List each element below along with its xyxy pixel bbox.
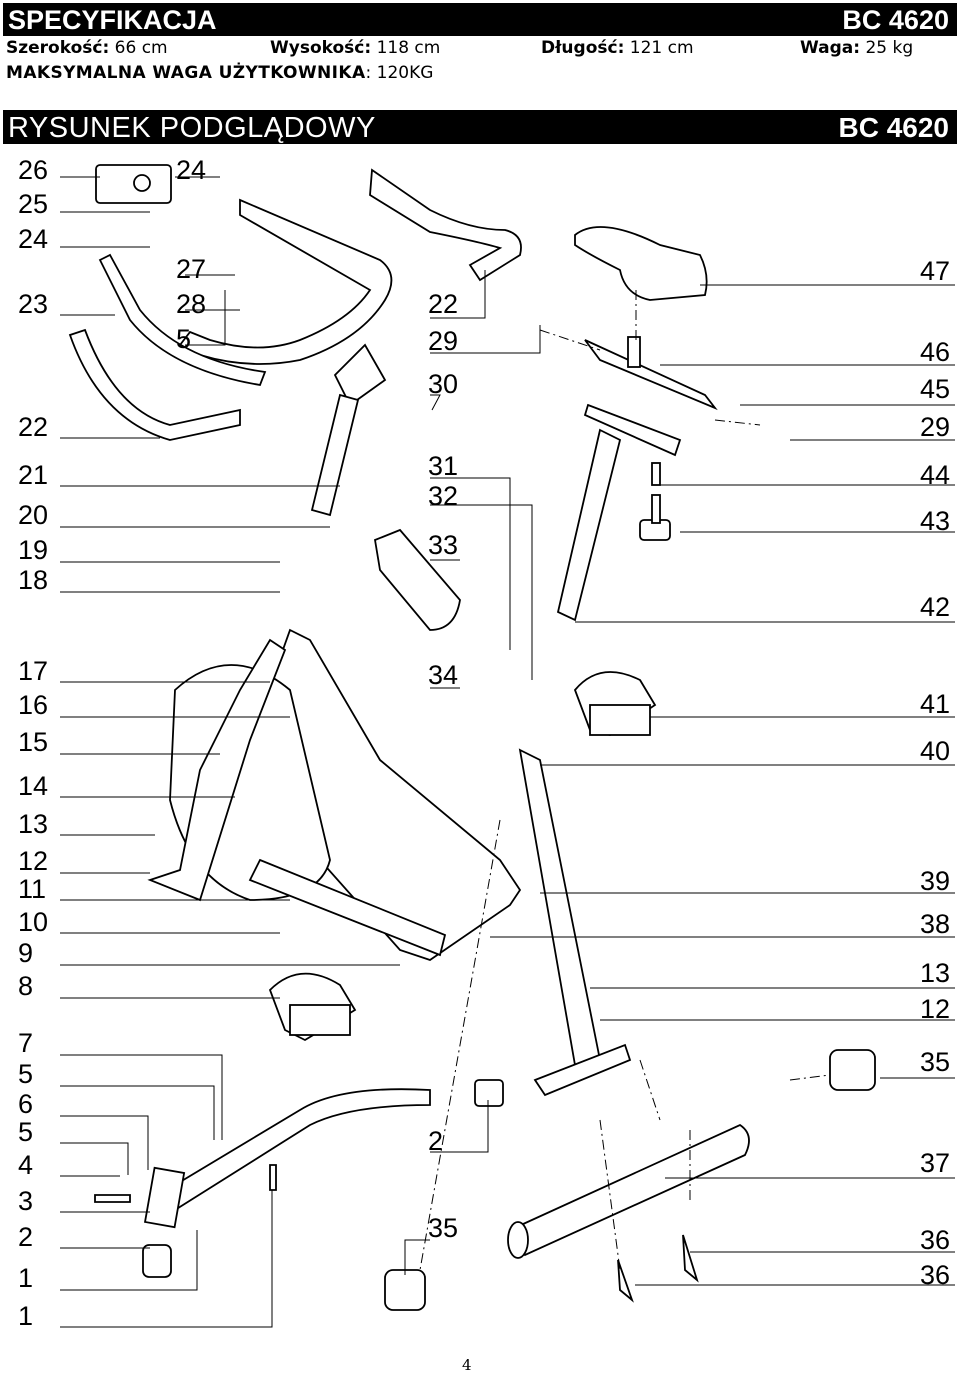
handlebar-stem bbox=[333, 343, 387, 407]
label-7: 7 bbox=[18, 1028, 33, 1058]
label-36a: 36 bbox=[920, 1225, 950, 1255]
drawing-header-bar: RYSUNEK PODGLĄDOWY BC 4620 bbox=[3, 110, 957, 144]
label-28: 28 bbox=[176, 289, 206, 319]
label-35-center: 35 bbox=[428, 1213, 458, 1243]
seat bbox=[574, 226, 708, 301]
label-10: 10 bbox=[18, 907, 48, 937]
spec-length: Długość: 121 cm bbox=[541, 38, 694, 58]
spec-width: Szerokość: 66 cm bbox=[6, 38, 168, 58]
label-1b: 1 bbox=[18, 1301, 33, 1331]
label-43: 43 bbox=[920, 506, 950, 536]
label-1a: 1 bbox=[18, 1263, 33, 1293]
label-21: 21 bbox=[18, 460, 48, 490]
leader-lines bbox=[60, 176, 955, 1328]
label-2: 2 bbox=[18, 1222, 33, 1252]
exploded-view-drawing: 26 25 24 23 22 21 20 19 18 17 16 15 14 1… bbox=[18, 155, 955, 1331]
label-5b: 5 bbox=[18, 1117, 33, 1147]
label-15: 15 bbox=[18, 727, 48, 757]
label-34: 34 bbox=[428, 660, 458, 690]
spec-max-user-weight: MAKSYMALNA WAGA UŻYTKOWNIKA: 120KG bbox=[6, 63, 434, 83]
spec-model: BC 4620 bbox=[842, 5, 949, 35]
label-22-center: 22 bbox=[428, 289, 458, 319]
label-40: 40 bbox=[920, 736, 950, 766]
label-6: 6 bbox=[18, 1089, 33, 1119]
label-16: 16 bbox=[18, 690, 48, 720]
spec-weight: Waga: 25 kg bbox=[800, 38, 914, 58]
end-cap-3 bbox=[829, 1049, 876, 1091]
water-bottle bbox=[373, 528, 461, 631]
end-cap-4 bbox=[384, 1269, 426, 1311]
label-18: 18 bbox=[18, 565, 48, 595]
front-upright bbox=[147, 638, 287, 902]
label-5-inner: 5 bbox=[176, 324, 191, 354]
label-36b: 36 bbox=[920, 1260, 950, 1290]
spec-title: SPECYFIKACJA bbox=[8, 5, 217, 35]
label-12: 12 bbox=[18, 846, 48, 876]
label-23: 23 bbox=[18, 289, 48, 319]
label-44: 44 bbox=[920, 460, 950, 490]
label-13-right: 13 bbox=[920, 958, 950, 988]
spec-header-bar: SPECYFIKACJA BC 4620 bbox=[3, 3, 957, 36]
label-3: 3 bbox=[18, 1186, 33, 1216]
label-17: 17 bbox=[18, 656, 48, 686]
handlebar bbox=[369, 168, 522, 282]
page-number: 4 bbox=[462, 1356, 472, 1374]
label-12-right: 12 bbox=[920, 994, 950, 1024]
label-39: 39 bbox=[920, 866, 950, 896]
handlebar-lower bbox=[68, 328, 241, 441]
label-9: 9 bbox=[18, 938, 33, 968]
label-4: 4 bbox=[18, 1150, 33, 1180]
label-19: 19 bbox=[18, 535, 48, 565]
end-cap-2 bbox=[474, 1079, 504, 1107]
drawing-title: RYSUNEK PODGLĄDOWY bbox=[8, 112, 376, 144]
label-5a: 5 bbox=[18, 1059, 33, 1089]
seat-post bbox=[556, 428, 622, 622]
label-42: 42 bbox=[920, 592, 950, 622]
label-11: 11 bbox=[18, 874, 46, 904]
label-35-right: 35 bbox=[920, 1047, 950, 1077]
seat-slider bbox=[584, 339, 718, 411]
label-2-center: 2 bbox=[428, 1126, 443, 1156]
label-14: 14 bbox=[18, 771, 48, 801]
label-41: 41 bbox=[920, 689, 950, 719]
label-24: 24 bbox=[18, 224, 48, 254]
label-46: 46 bbox=[920, 337, 950, 367]
label-24-inner: 24 bbox=[176, 155, 206, 185]
label-33: 33 bbox=[428, 530, 458, 560]
label-47: 47 bbox=[920, 256, 950, 286]
spec-height: Wysokość: 118 cm bbox=[270, 38, 441, 58]
label-26: 26 bbox=[18, 155, 48, 185]
end-cap bbox=[142, 1244, 172, 1278]
label-27: 27 bbox=[176, 254, 206, 284]
label-25: 25 bbox=[18, 189, 48, 219]
label-31: 31 bbox=[428, 451, 458, 481]
label-8: 8 bbox=[18, 971, 33, 1001]
rear-upright bbox=[518, 748, 602, 1067]
label-30: 30 bbox=[428, 369, 458, 399]
label-22: 22 bbox=[18, 412, 48, 442]
front-stabilizer bbox=[147, 1088, 431, 1212]
rear-stabilizer bbox=[508, 1123, 750, 1257]
label-20: 20 bbox=[18, 500, 48, 530]
label-38: 38 bbox=[920, 909, 950, 939]
handlebar-left-grip bbox=[98, 253, 267, 387]
label-32: 32 bbox=[428, 481, 458, 511]
part-labels: 26 25 24 23 22 21 20 19 18 17 16 15 14 1… bbox=[18, 155, 950, 1331]
label-45: 45 bbox=[920, 374, 950, 404]
label-29-right: 29 bbox=[920, 412, 950, 442]
drawing-model: BC 4620 bbox=[838, 112, 949, 143]
label-37: 37 bbox=[920, 1148, 950, 1178]
label-29-center: 29 bbox=[428, 326, 458, 356]
label-13: 13 bbox=[18, 809, 48, 839]
